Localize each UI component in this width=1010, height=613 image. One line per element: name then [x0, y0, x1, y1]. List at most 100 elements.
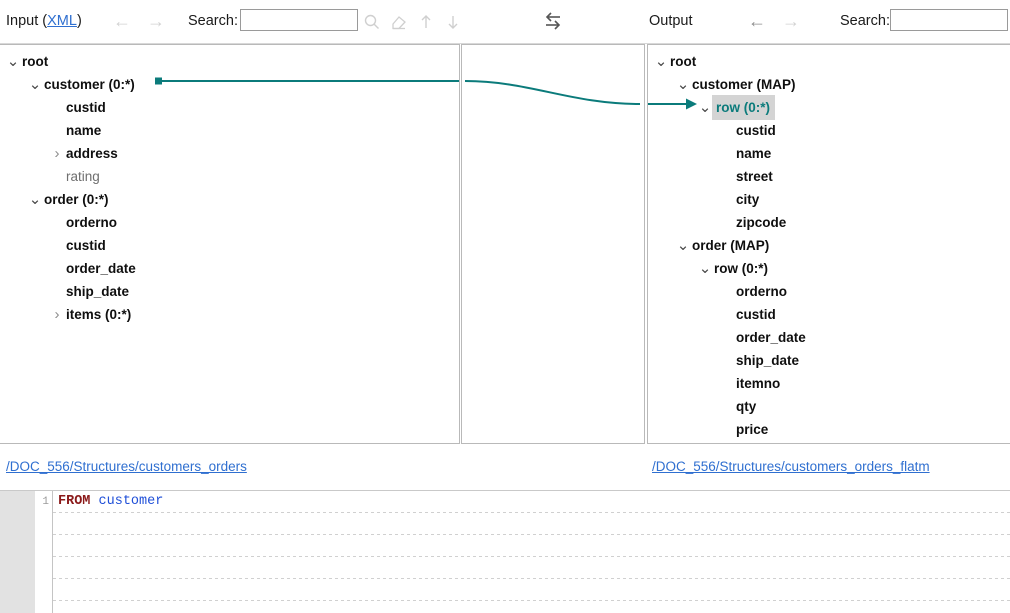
- editor-line[interactable]: [53, 601, 1010, 613]
- find-previous-up-icon[interactable]: [417, 13, 435, 31]
- find-next-down-icon[interactable]: [444, 13, 462, 31]
- tree-node[interactable]: ship_date: [648, 349, 1010, 372]
- tree-node[interactable]: › address: [0, 142, 459, 165]
- input-search-tools: [363, 13, 462, 31]
- tree-node[interactable]: ⌄row (0:*): [648, 95, 1010, 120]
- tree-node-label: ship_date: [66, 284, 130, 299]
- tree-node-label: zipcode: [736, 215, 787, 230]
- editor-line[interactable]: [53, 557, 1010, 579]
- chevron-down-icon[interactable]: ⌄: [676, 75, 690, 93]
- tree-node-label: root: [22, 54, 49, 69]
- tree-node[interactable]: price: [648, 418, 1010, 441]
- tree-node[interactable]: city: [648, 188, 1010, 211]
- editor-line[interactable]: [53, 513, 1010, 535]
- tree-node-label: name: [736, 146, 772, 161]
- tree-node[interactable]: ⌄row (0:*): [648, 257, 1010, 280]
- chevron-right-icon[interactable]: ›: [54, 145, 60, 162]
- tree-node[interactable]: ›items (0:*): [0, 303, 459, 326]
- tree-node[interactable]: street: [648, 165, 1010, 188]
- tree-node[interactable]: ⌄customer (MAP): [648, 73, 1010, 96]
- chevron-down-icon[interactable]: ⌄: [6, 52, 20, 70]
- tree-node-label: address: [66, 146, 118, 161]
- editor-line-rule: [53, 600, 1010, 601]
- tree-node-label: qty: [736, 399, 757, 414]
- editor-gutter[interactable]: [0, 491, 35, 613]
- sql-identifier: customer: [98, 494, 164, 509]
- tree-node[interactable]: order_date: [648, 326, 1010, 349]
- editor-line-rule: [53, 556, 1010, 557]
- tree-node-label: itemno: [736, 376, 781, 391]
- mapping-canvas-panel[interactable]: [461, 44, 645, 444]
- tree-node-label: orderno: [736, 284, 788, 299]
- tree-node-label: row (0:*): [712, 95, 775, 120]
- chevron-down-icon[interactable]: ⌄: [654, 52, 668, 70]
- editor-line[interactable]: FROM customer: [53, 491, 1010, 513]
- clear-eraser-icon[interactable]: [390, 13, 408, 31]
- input-structure-path-link[interactable]: /DOC_556/Structures/customers_orders: [6, 459, 247, 474]
- tree-node[interactable]: custid: [648, 303, 1010, 326]
- chevron-down-icon[interactable]: ⌄: [28, 190, 42, 208]
- header-divider: [0, 43, 1010, 44]
- tree-node[interactable]: zipcode: [648, 211, 1010, 234]
- output-forward-arrow-icon[interactable]: →: [782, 11, 800, 31]
- tree-node-label: root: [670, 54, 697, 69]
- output-structure-path-link[interactable]: /DOC_556/Structures/customers_orders_fla…: [652, 459, 930, 474]
- chevron-right-icon[interactable]: ›: [54, 306, 60, 323]
- editor-line-rule: [53, 512, 1010, 513]
- chevron-down-icon[interactable]: ⌄: [698, 259, 712, 277]
- tree-node[interactable]: custid: [0, 96, 459, 119]
- input-title-text: Input: [6, 13, 39, 29]
- tree-node-label: custid: [66, 238, 106, 253]
- tree-node[interactable]: order_date: [0, 257, 459, 280]
- editor-line-rule: [53, 534, 1010, 535]
- swap-input-output-icon[interactable]: [541, 10, 565, 32]
- tree-node[interactable]: qty: [648, 395, 1010, 418]
- editor-code-text: FROM customer: [58, 491, 163, 513]
- editor-line[interactable]: [53, 579, 1010, 601]
- tree-node[interactable]: itemno: [648, 372, 1010, 395]
- tree-node-label: name: [66, 123, 102, 138]
- output-search-input[interactable]: [890, 9, 1008, 31]
- tree-node[interactable]: custid: [0, 234, 459, 257]
- tree-node[interactable]: name: [648, 142, 1010, 165]
- tree-node[interactable]: ship_date: [0, 280, 459, 303]
- tree-node-label: street: [736, 169, 773, 184]
- tree-node-label: ship_date: [736, 353, 800, 368]
- input-forward-arrow-icon[interactable]: →: [147, 11, 165, 31]
- input-format-link[interactable]: XML: [47, 13, 77, 29]
- chevron-down-icon[interactable]: ⌄: [28, 75, 42, 93]
- input-back-arrow-icon[interactable]: ←: [113, 11, 131, 31]
- tree-node[interactable]: ⌄customer (0:*): [0, 73, 459, 96]
- output-back-arrow-icon[interactable]: ←: [748, 11, 766, 31]
- tree-node[interactable]: name: [0, 119, 459, 142]
- tree-node[interactable]: orderno: [0, 211, 459, 234]
- tree-node-label: custid: [736, 307, 776, 322]
- chevron-down-icon[interactable]: ⌄: [676, 236, 690, 254]
- footer-divider: [0, 490, 1010, 491]
- tree-node-label: order (0:*): [44, 192, 109, 207]
- tree-node[interactable]: ⌄root: [648, 50, 1010, 73]
- tree-node[interactable]: orderno: [648, 280, 1010, 303]
- input-search-input[interactable]: [240, 9, 358, 31]
- tree-node[interactable]: ⌄order (0:*): [0, 188, 459, 211]
- editor-text-area[interactable]: FROM customer: [53, 491, 1010, 613]
- editor-line[interactable]: [53, 535, 1010, 557]
- tree-node[interactable]: custid: [648, 119, 1010, 142]
- tree-node-label: custid: [736, 123, 776, 138]
- tree-node[interactable]: ⌄order (MAP): [648, 234, 1010, 257]
- tree-node[interactable]: rating: [0, 165, 459, 188]
- tree-node[interactable]: ⌄root: [0, 50, 459, 73]
- tree-node-label: customer (0:*): [44, 77, 135, 92]
- tree-node-label: order_date: [66, 261, 136, 276]
- editor-gutter-separator: [52, 491, 53, 613]
- chevron-down-icon[interactable]: ⌄: [698, 98, 712, 116]
- search-magnifier-icon[interactable]: [363, 13, 381, 31]
- input-panel-title: Input (XML): [6, 13, 82, 29]
- editor-line-rule: [53, 578, 1010, 579]
- tree-node-label: customer (MAP): [692, 77, 796, 92]
- sql-code-editor[interactable]: 1 FROM customer: [0, 491, 1010, 613]
